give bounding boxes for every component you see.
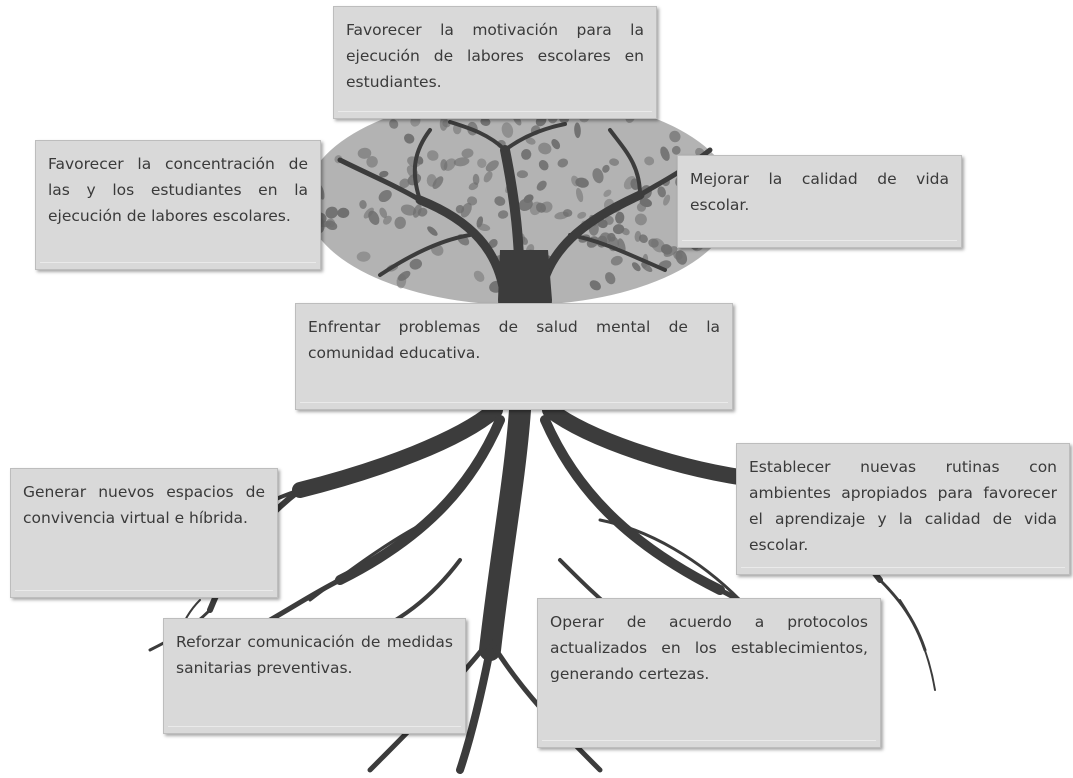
leaf bbox=[337, 207, 350, 219]
leaf bbox=[523, 194, 534, 204]
leaf bbox=[432, 176, 444, 189]
leaf bbox=[379, 207, 388, 218]
leaf bbox=[644, 156, 655, 166]
leaf bbox=[366, 156, 378, 168]
text-box-salud-mental: Enfrentar problemas de salud mental de l… bbox=[295, 303, 733, 410]
leaf bbox=[657, 186, 666, 198]
leaf bbox=[460, 202, 472, 218]
leaf bbox=[325, 206, 338, 219]
leaf bbox=[575, 187, 584, 203]
leaf bbox=[359, 200, 367, 209]
text-box-rutinas: Establecer nuevas rutinas con ambientes … bbox=[736, 443, 1070, 575]
leaf bbox=[427, 226, 438, 236]
leaf bbox=[439, 115, 448, 131]
leaf bbox=[501, 122, 514, 138]
text-medidas-sanitarias: Reforzar comunicación de medidas sanitar… bbox=[176, 633, 453, 677]
leaf bbox=[538, 160, 549, 171]
leaf bbox=[494, 196, 506, 206]
leaf bbox=[536, 202, 546, 213]
leaf bbox=[427, 150, 439, 161]
leaf bbox=[623, 175, 636, 190]
leaf bbox=[497, 210, 509, 219]
leaf bbox=[461, 148, 474, 159]
leaf bbox=[468, 182, 479, 191]
leaf bbox=[641, 262, 653, 272]
leaf bbox=[399, 178, 410, 189]
text-box-calidad-vida: Mejorar la calidad de vida escolar. bbox=[677, 155, 962, 248]
leaf bbox=[488, 239, 498, 248]
leaf bbox=[483, 171, 493, 183]
leaf bbox=[574, 122, 581, 139]
leaf bbox=[551, 139, 561, 150]
leaf bbox=[389, 119, 399, 129]
leaf bbox=[453, 157, 470, 167]
leaf bbox=[660, 146, 670, 161]
leaf bbox=[603, 189, 612, 197]
leaf bbox=[404, 133, 415, 144]
text-protocolos: Operar de acuerdo a protocolos actualiza… bbox=[550, 613, 868, 683]
leaf bbox=[398, 270, 411, 281]
leaf bbox=[615, 211, 625, 224]
leaf bbox=[589, 280, 601, 291]
leaf bbox=[554, 211, 569, 220]
leaf bbox=[473, 270, 485, 282]
leaf bbox=[525, 137, 536, 145]
leaf bbox=[400, 204, 417, 216]
leaf bbox=[612, 224, 625, 235]
leaf bbox=[609, 158, 620, 166]
leaf bbox=[521, 149, 532, 160]
text-rutinas: Establecer nuevas rutinas con ambientes … bbox=[749, 458, 1057, 554]
leaf bbox=[536, 180, 547, 191]
leaf bbox=[357, 147, 372, 159]
leaf bbox=[669, 130, 681, 143]
text-calidad-vida: Mejorar la calidad de vida escolar. bbox=[690, 170, 949, 214]
leaf bbox=[636, 202, 647, 212]
leaf bbox=[378, 189, 392, 203]
leaf bbox=[671, 145, 681, 155]
text-box-convivencia: Generar nuevos espacios de convivencia v… bbox=[10, 468, 278, 598]
leaf bbox=[443, 158, 456, 171]
leaf bbox=[472, 173, 480, 185]
leaf bbox=[476, 216, 484, 228]
leaf bbox=[634, 213, 647, 226]
leaf bbox=[538, 142, 552, 155]
leaf bbox=[382, 215, 392, 225]
leaf bbox=[516, 170, 529, 179]
leaf bbox=[477, 158, 487, 168]
leaf bbox=[363, 207, 374, 219]
leaf bbox=[631, 262, 641, 272]
leaf bbox=[663, 246, 678, 257]
leaf bbox=[417, 207, 428, 217]
text-box-motivacion: Favorecer la motivación para la ejecució… bbox=[333, 6, 657, 119]
text-motivacion: Favorecer la motivación para la ejecució… bbox=[346, 21, 644, 91]
leaf bbox=[409, 258, 423, 270]
leaf bbox=[485, 160, 499, 172]
text-box-protocolos: Operar de acuerdo a protocolos actualiza… bbox=[537, 598, 881, 748]
leaf bbox=[663, 194, 671, 206]
leaf bbox=[480, 117, 491, 126]
leaf bbox=[602, 164, 610, 173]
leaf bbox=[605, 272, 616, 285]
leaf bbox=[638, 234, 648, 244]
leaf bbox=[394, 216, 406, 229]
leaf bbox=[621, 228, 630, 236]
text-box-medidas-sanitarias: Reforzar comunicación de medidas sanitar… bbox=[163, 618, 466, 734]
leaf bbox=[577, 211, 587, 219]
leaf bbox=[610, 255, 623, 266]
text-convivencia: Generar nuevos espacios de convivencia v… bbox=[23, 483, 265, 527]
text-concentracion: Favorecer la concentración de las y los … bbox=[48, 155, 308, 225]
leaf bbox=[557, 158, 569, 168]
leaf bbox=[575, 177, 589, 188]
text-box-concentracion: Favorecer la concentración de las y los … bbox=[35, 140, 321, 270]
leaf bbox=[356, 251, 371, 262]
leaf bbox=[379, 170, 389, 178]
text-salud-mental: Enfrentar problemas de salud mental de l… bbox=[308, 318, 720, 362]
leaf bbox=[604, 215, 614, 225]
leaf bbox=[592, 168, 604, 184]
leaf bbox=[599, 232, 612, 244]
leaf bbox=[675, 250, 688, 265]
